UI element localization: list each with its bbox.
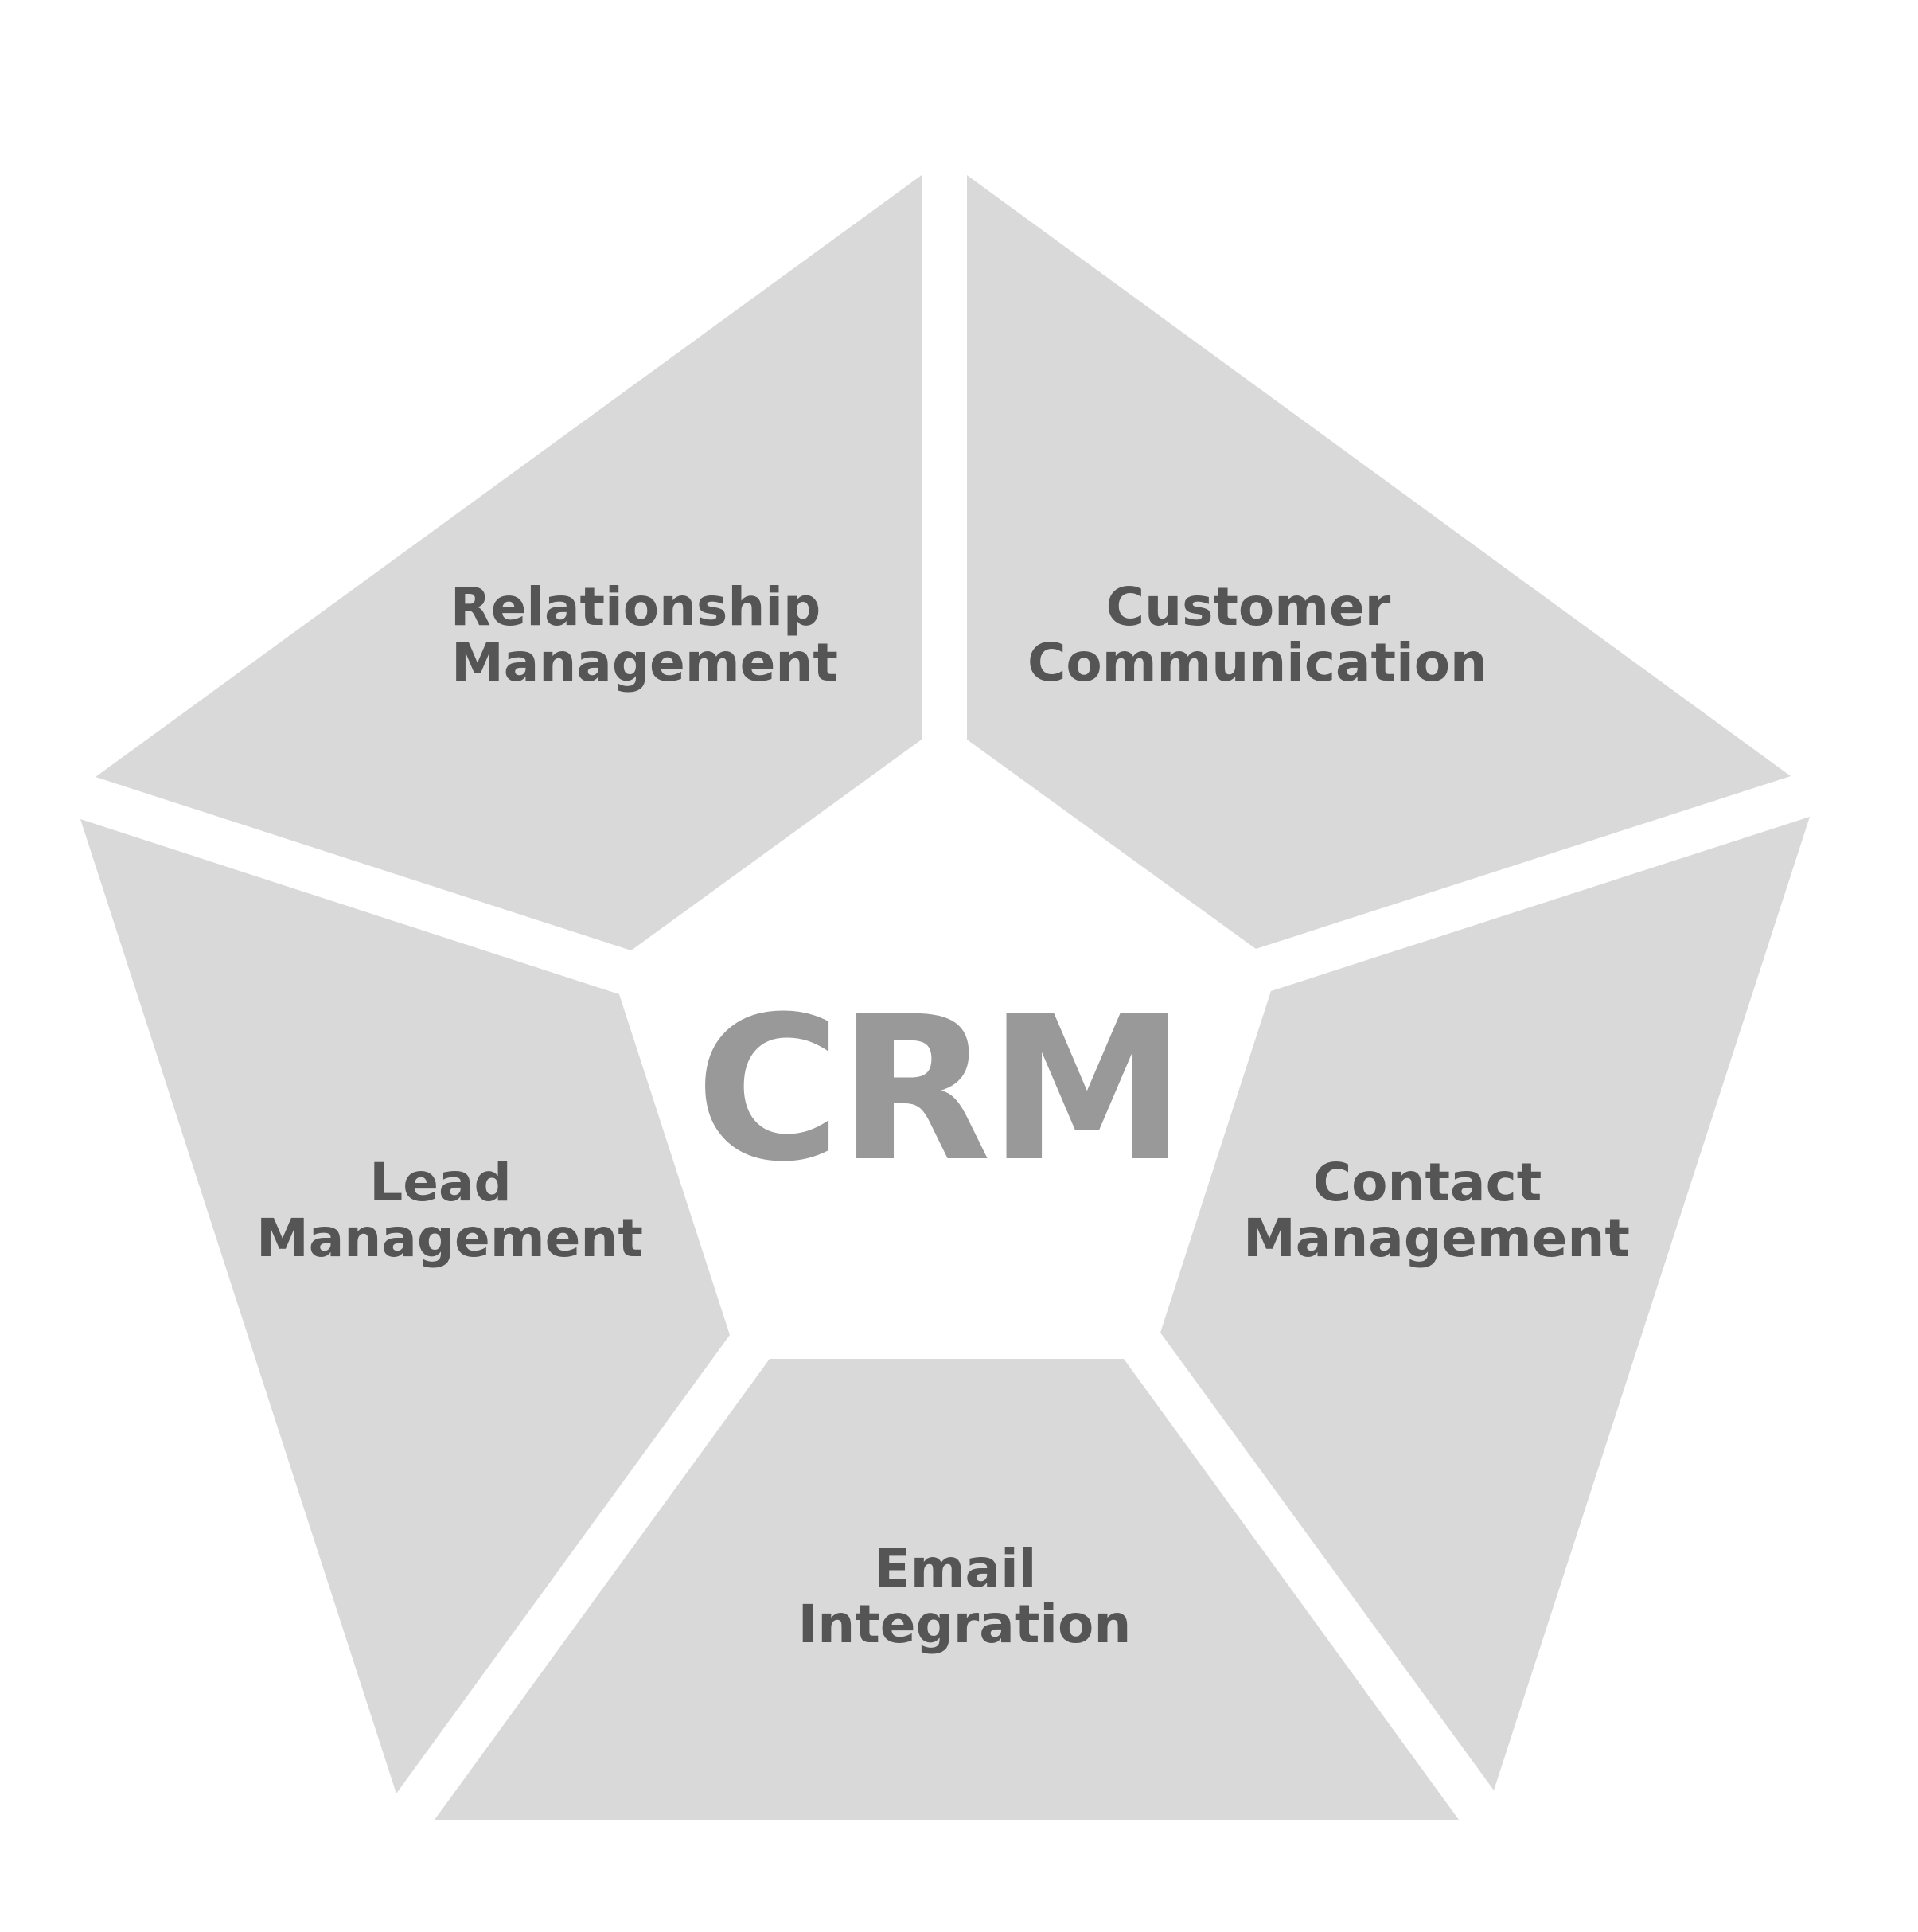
segment-customer-communication: Customer Communication	[967, 175, 1791, 949]
segment-label-line-1: Relationship	[450, 576, 821, 638]
center-title: CRM	[696, 974, 1183, 1205]
segment-label-line-1: Lead	[369, 1152, 512, 1213]
segment-label: Customer Communication	[1027, 576, 1487, 693]
segment-shape	[967, 175, 1791, 949]
segment-label-line-1: Email	[875, 1538, 1037, 1599]
segment-shape	[96, 175, 922, 950]
segment-label-line-1: Contact	[1313, 1152, 1542, 1213]
segment-label-line-2: Management	[1243, 1208, 1630, 1269]
segment-lead-management: Lead Management	[80, 819, 730, 1793]
segment-relationship-management: Relationship Management	[96, 175, 922, 950]
segment-label: Relationship Management	[450, 576, 839, 693]
segment-shape	[1160, 817, 1810, 1790]
segment-email-integration: Email Integration	[435, 1359, 1459, 1820]
segment-label-line-2: Communication	[1027, 632, 1487, 693]
segment-label: Email Integration	[798, 1538, 1132, 1655]
segment-contact-management: Contact Management	[1160, 817, 1810, 1790]
segment-label: Contact Management	[1243, 1152, 1630, 1269]
segment-shape	[435, 1359, 1459, 1820]
segment-label-line-2: Management	[256, 1208, 643, 1269]
segment-label-line-2: Management	[451, 632, 838, 693]
segment-shape	[80, 819, 730, 1793]
segment-label: Lead Management	[256, 1152, 643, 1269]
segment-label-line-2: Integration	[798, 1594, 1132, 1655]
segment-label-line-1: Customer	[1106, 576, 1391, 638]
